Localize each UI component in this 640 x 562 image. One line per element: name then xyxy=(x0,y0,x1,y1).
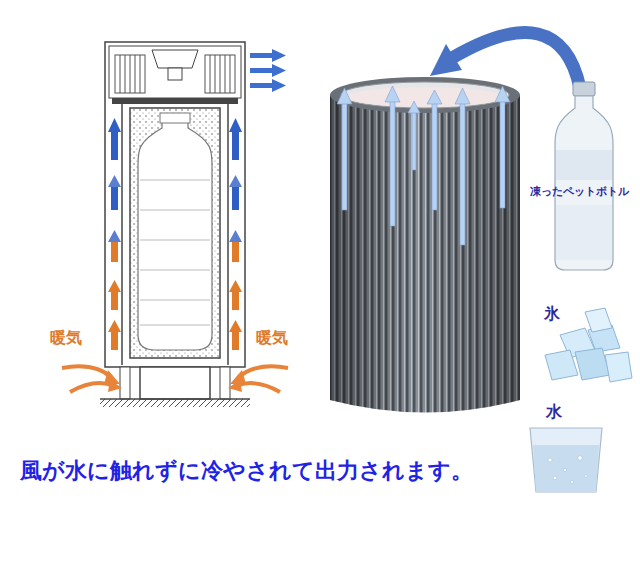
insert-arrow xyxy=(430,33,580,88)
warm-air-label-box: 暖気 xyxy=(50,328,82,349)
caption: 風が水に触れずに冷やされて出力されます。 xyxy=(20,458,473,483)
ice-label-box: 氷 xyxy=(544,304,560,325)
water-label-box: 水 xyxy=(546,402,562,423)
caption-box: 風が水に触れずに冷やされて出力されます。 xyxy=(20,456,473,486)
water-glass xyxy=(530,428,602,492)
water-label: 水 xyxy=(546,402,562,421)
frozen-bottle xyxy=(555,82,613,270)
device-section xyxy=(62,42,288,407)
bottle-label: 凍ったペットボトル xyxy=(530,185,629,198)
ice-label: 氷 xyxy=(544,304,560,323)
bottle-label-box: 凍ったペットボトル xyxy=(530,180,629,199)
warm-air-label: 暖気 xyxy=(256,328,288,347)
warm-air-label: 暖気 xyxy=(50,328,82,347)
finned-heat-exchanger xyxy=(330,77,520,413)
warm-air-label-box: 暖気 xyxy=(256,328,288,349)
